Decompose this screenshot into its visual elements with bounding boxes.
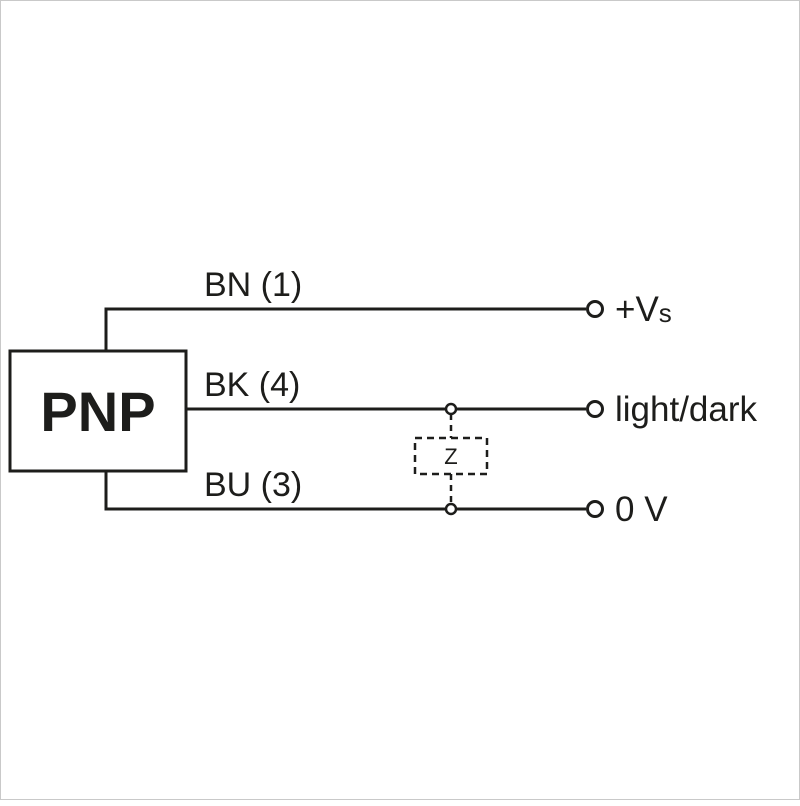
terminal-circle-vs	[586, 300, 604, 318]
wire-bn-line	[104, 307, 586, 351]
wire-bk-label: BK (4)	[204, 366, 300, 404]
wire-bk: BK (4) light/dark	[186, 366, 758, 429]
junction-dot-bu	[444, 502, 458, 516]
device-box-outline	[8, 349, 188, 473]
terminal-vs-label: +Vs	[615, 290, 672, 329]
terminal-lightdark-label: light/dark	[615, 390, 758, 429]
terminal-circle-lightdark	[586, 400, 604, 418]
wire-bn-label: BN (1)	[204, 266, 302, 304]
wire-bu: BU (3) 0 V	[104, 466, 668, 529]
device-box: PNP	[8, 349, 188, 473]
terminal-0v-label: 0 V	[615, 490, 668, 529]
load-z: Z	[413, 402, 489, 516]
load-z-label: Z	[444, 444, 457, 469]
junction-dot-bk	[444, 402, 458, 416]
wire-bu-line	[104, 471, 586, 511]
device-label-text: PNP	[40, 380, 155, 443]
wire-bn: BN (1) +Vs	[104, 266, 672, 351]
load-z-box	[413, 436, 489, 476]
wire-bu-label: BU (3)	[204, 466, 302, 504]
terminal-circle-0v	[586, 500, 604, 518]
